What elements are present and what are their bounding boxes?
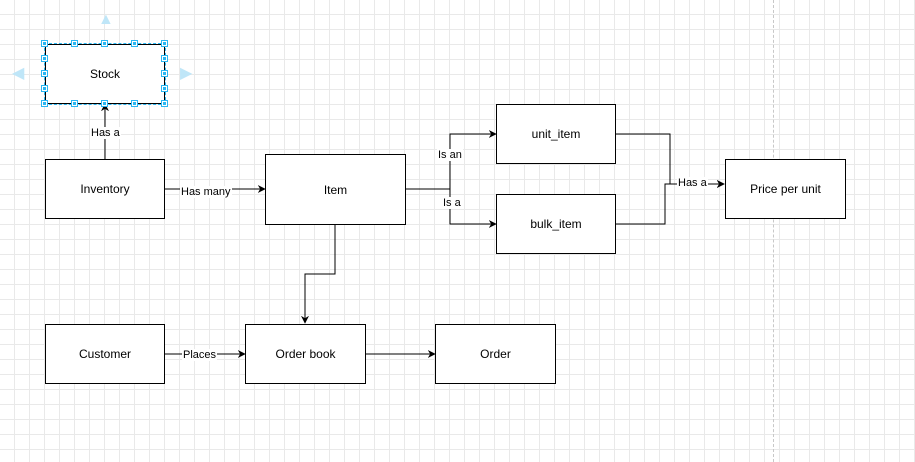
resize-handle-s2[interactable] [71, 100, 78, 107]
node-unit-item[interactable]: unit_item [496, 104, 616, 164]
resize-handle-s3[interactable] [131, 100, 138, 107]
page-boundary-line [773, 0, 774, 462]
node-order-book-label: Order book [275, 347, 336, 361]
edge-item-orderbook[interactable] [301, 224, 336, 324]
node-customer[interactable]: Customer [45, 324, 165, 384]
edge-label-is-an[interactable]: Is an [437, 149, 463, 161]
node-order-label: Order [480, 347, 511, 361]
node-bulk-item[interactable]: bulk_item [496, 194, 616, 254]
edge-label-has-many[interactable]: Has many [180, 186, 232, 198]
resize-handle-s[interactable] [101, 100, 108, 107]
node-order[interactable]: Order [435, 324, 556, 384]
move-right-arrow-icon[interactable]: ▶ [180, 65, 193, 82]
node-order-book[interactable]: Order book [245, 324, 366, 384]
node-price-per-unit-label: Price per unit [750, 182, 821, 196]
resize-handle-n2[interactable] [71, 40, 78, 47]
edge-label-has-a-stock[interactable]: Has a [90, 127, 121, 139]
resize-handle-w2[interactable] [41, 55, 48, 62]
move-up-arrow-icon[interactable]: ▲ [98, 11, 114, 28]
resize-handle-e2[interactable] [161, 55, 168, 62]
resize-handle-w3[interactable] [41, 85, 48, 92]
edge-item-unit-item[interactable] [405, 130, 497, 190]
resize-handle-e3[interactable] [161, 85, 168, 92]
resize-handle-sw[interactable] [41, 100, 48, 107]
node-customer-label: Customer [78, 347, 131, 361]
resize-handle-ne[interactable] [161, 40, 168, 47]
resize-handle-n[interactable] [101, 40, 108, 47]
resize-handle-e[interactable] [161, 70, 168, 77]
move-left-arrow-icon[interactable]: ◀ [12, 65, 25, 82]
edge-label-places[interactable]: Places [182, 349, 218, 361]
edge-unit-to-price[interactable] [616, 133, 725, 188]
resize-handle-w[interactable] [41, 70, 48, 77]
node-inventory-label: Inventory [80, 182, 130, 196]
edge-label-has-a-price[interactable]: Has a [677, 177, 708, 189]
node-inventory[interactable]: Inventory [45, 159, 165, 219]
edge-bulk-to-price[interactable] [616, 180, 725, 225]
node-price-per-unit[interactable]: Price per unit [725, 159, 846, 219]
resize-handle-se[interactable] [161, 100, 168, 107]
node-item[interactable]: Item [265, 154, 406, 225]
node-bulk-item-label: bulk_item [530, 217, 582, 231]
edge-label-is-a[interactable]: Is a [442, 197, 462, 209]
node-stock[interactable]: Stock [44, 43, 166, 105]
resize-handle-nw[interactable] [41, 40, 48, 47]
node-unit-item-label: unit_item [531, 127, 581, 141]
resize-handle-n3[interactable] [131, 40, 138, 47]
node-stock-label: Stock [89, 67, 120, 81]
node-item-label: Item [323, 182, 348, 197]
